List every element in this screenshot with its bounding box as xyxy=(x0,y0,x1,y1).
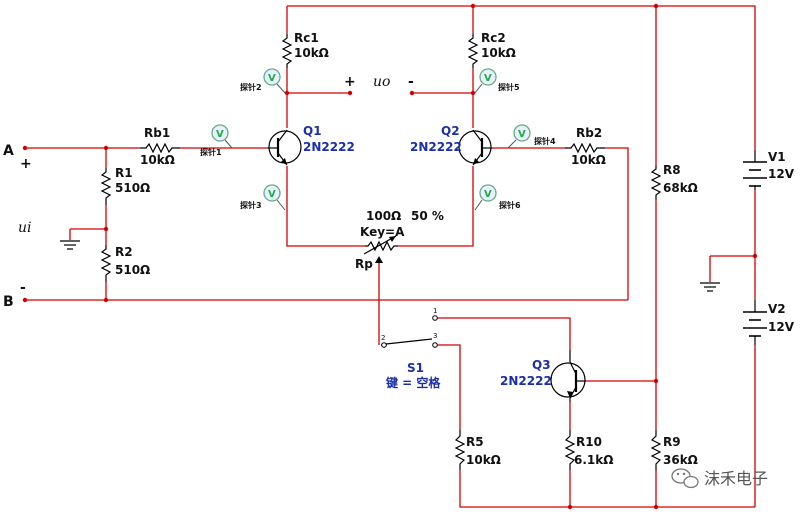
label-uo: uo xyxy=(373,74,390,90)
probe-1-symbol: V xyxy=(216,129,224,140)
resistor-r8: R8 68kΩ xyxy=(650,163,698,200)
r1-value: 510Ω xyxy=(115,181,150,195)
q3-name: Q3 xyxy=(532,358,551,372)
resistor-rc2: Rc2 10kΩ xyxy=(467,31,516,68)
r8-value: 68kΩ xyxy=(663,181,698,195)
s1-pin2: 2 xyxy=(381,334,385,342)
rb1-name: Rb1 xyxy=(144,126,170,140)
ground-icon xyxy=(60,240,80,250)
s1-key: 键 = 空格 xyxy=(385,375,441,390)
probe-4-symbol: V xyxy=(518,129,526,140)
rp-key: Key=A xyxy=(360,225,405,239)
probe-6-label: 探针6 xyxy=(499,200,521,210)
q1-name: Q1 xyxy=(303,124,322,138)
probe-1: V 探针1 xyxy=(200,124,233,157)
q1-model: 2N2222 xyxy=(303,140,355,154)
v2-value: 12V xyxy=(768,320,795,334)
wechat-icon xyxy=(671,468,699,489)
rc2-name: Rc2 xyxy=(481,31,506,45)
r1-name: R1 xyxy=(115,166,133,180)
junction-dots xyxy=(22,3,758,510)
probe-3-symbol: V xyxy=(268,189,276,200)
switch-s1: 2 3 1 S1 键 = 空格 xyxy=(381,307,441,390)
q3-model: 2N2222 xyxy=(500,374,552,388)
transistor-q3: Q3 2N2222 xyxy=(500,350,586,402)
resistor-rc1: Rc1 10kΩ xyxy=(281,31,329,68)
watermark-text: 沫禾电子 xyxy=(704,469,768,488)
terminal-a: A xyxy=(3,143,14,159)
transistor-q1: Q1 2N2222 xyxy=(268,124,355,166)
v1-name: V1 xyxy=(768,150,786,164)
probe-5-symbol: V xyxy=(484,73,492,84)
q2-model: 2N2222 xyxy=(410,140,462,154)
watermark: 沫禾电子 xyxy=(671,468,768,489)
terminal-minus-out: - xyxy=(408,74,414,90)
probe-2: V 探针2 xyxy=(240,68,286,94)
terminal-minus-in: - xyxy=(20,280,26,296)
wires xyxy=(25,5,756,508)
v1-value: 12V xyxy=(768,167,795,181)
terminal-plus-out: + xyxy=(344,74,356,90)
probe-3: V 探针3 xyxy=(240,184,286,211)
resistor-r1: R1 510Ω xyxy=(100,166,150,205)
rb1-value: 10kΩ xyxy=(140,153,175,167)
rp-percent: 50 % xyxy=(411,209,444,223)
resistor-r5: R5 10kΩ xyxy=(454,430,501,470)
resistor-rb2: Rb2 10kΩ xyxy=(565,126,606,167)
terminal-plus-in: + xyxy=(20,156,32,172)
r5-value: 10kΩ xyxy=(466,453,501,467)
potentiometer-rp: 100Ω 50 % Key=A Rp xyxy=(355,209,444,271)
rb2-name: Rb2 xyxy=(576,126,602,140)
resistor-r2: R2 510Ω xyxy=(100,245,150,282)
s1-pin3: 3 xyxy=(433,332,437,340)
r10-value: 6.1kΩ xyxy=(574,453,613,467)
resistor-r9: R9 36kΩ xyxy=(650,430,698,470)
resistor-r10: R10 6.1kΩ xyxy=(564,430,613,470)
probe-3-label: 探针3 xyxy=(240,200,262,210)
probe-5-label: 探针5 xyxy=(498,82,520,92)
terminal-labels: A + B - ui + uo - xyxy=(3,74,414,310)
resistor-rb1: Rb1 10kΩ xyxy=(140,126,180,167)
rp-name: Rp xyxy=(355,257,373,271)
terminal-b: B xyxy=(3,294,14,310)
transistor-q2: Q2 2N2222 xyxy=(410,124,492,166)
source-v1: V1 12V xyxy=(743,150,795,190)
rc2-value: 10kΩ xyxy=(481,46,516,60)
s1-pin1: 1 xyxy=(433,307,437,315)
probe-6-symbol: V xyxy=(484,189,492,200)
r2-value: 510Ω xyxy=(115,263,150,277)
rp-value: 100Ω xyxy=(366,209,401,223)
r9-value: 36kΩ xyxy=(663,453,698,467)
q2-name: Q2 xyxy=(441,124,460,138)
r5-name: R5 xyxy=(466,435,484,449)
probe-4-label: 探针4 xyxy=(534,136,556,146)
r10-name: R10 xyxy=(576,435,602,449)
probe-6: V 探针6 xyxy=(474,184,521,211)
probe-1-label: 探针1 xyxy=(200,147,222,157)
rc1-name: Rc1 xyxy=(294,31,319,45)
probe-2-label: 探针2 xyxy=(240,82,262,92)
r9-name: R9 xyxy=(663,435,681,449)
probe-2-symbol: V xyxy=(268,73,276,84)
probe-4: V 探针4 xyxy=(507,124,556,149)
ground-icon xyxy=(700,282,720,292)
source-v2: V2 12V xyxy=(743,300,795,345)
rb2-value: 10kΩ xyxy=(571,153,606,167)
rc1-value: 10kΩ xyxy=(294,46,329,60)
label-ui: ui xyxy=(18,220,32,236)
s1-name: S1 xyxy=(407,361,424,375)
r2-name: R2 xyxy=(115,245,133,259)
r8-name: R8 xyxy=(663,163,681,177)
v2-name: V2 xyxy=(768,302,786,316)
probe-5: V 探针5 xyxy=(474,68,520,94)
